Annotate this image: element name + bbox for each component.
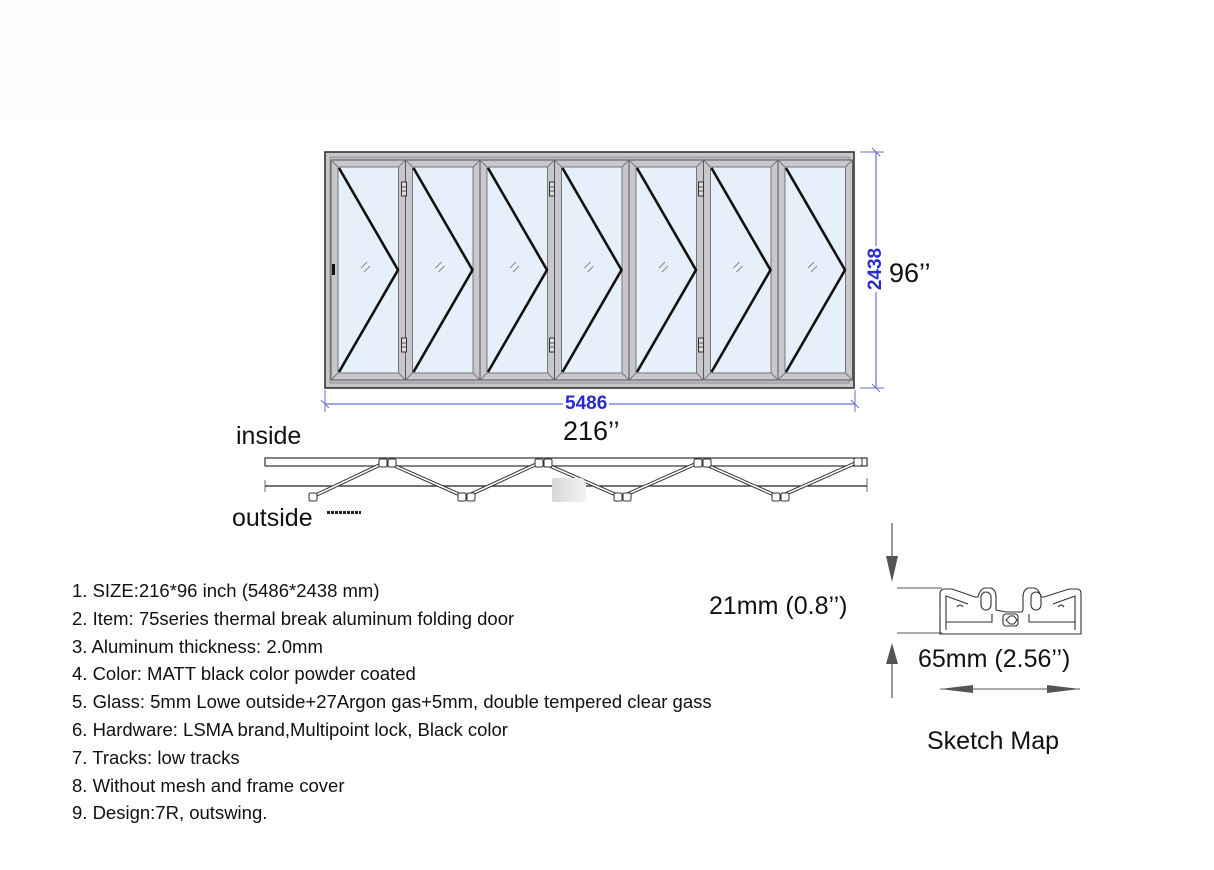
arrow-left-icon [940, 685, 973, 693]
arrow-up-icon [886, 643, 898, 664]
width-inch-label: 216’’ [563, 416, 620, 446]
arrow-right-icon [1047, 685, 1080, 693]
watermark-blur [552, 478, 586, 502]
sketch-map-title: Sketch Map [927, 727, 1060, 755]
illegible-annotation [327, 511, 361, 514]
spec-item: 3. Aluminum thickness: 2.0mm [72, 635, 323, 657]
height-inch-label: 96’’ [889, 258, 931, 288]
handle-icon [332, 264, 335, 275]
profile-height-label: 21mm (0.8’’) [709, 592, 848, 620]
inside-label: inside [236, 422, 302, 450]
spec-item: 7. Tracks: low tracks [72, 746, 240, 768]
spec-item: 1. SIZE:216*96 inch (5486*2438 mm) [72, 580, 380, 601]
spec-item: 2. Item: 75series thermal break aluminum… [72, 607, 515, 629]
outside-label: outside [232, 504, 313, 532]
specifications-list: 1. SIZE:216*96 inch (5486*2438 mm) 2. It… [72, 577, 712, 827]
spec-item: 8. Without mesh and frame cover [72, 774, 345, 796]
aluminum-profile-cross-section [939, 587, 1082, 635]
spec-item: 5. Glass: 5mm Lowe outside+27Argon gas+5… [72, 691, 712, 713]
arrow-down-icon [886, 556, 898, 582]
spec-item: 4. Color: MATT black color powder coated [72, 663, 416, 685]
profile-width-label: 65mm (2.56’’) [918, 645, 1071, 673]
width-mm-label: 5486 [563, 393, 610, 415]
background-panel [0, 0, 555, 122]
spec-item: 6. Hardware: LSMA brand,Multipoint lock,… [72, 718, 508, 740]
spec-item: 9. Design:7R, outswing. [72, 802, 268, 824]
